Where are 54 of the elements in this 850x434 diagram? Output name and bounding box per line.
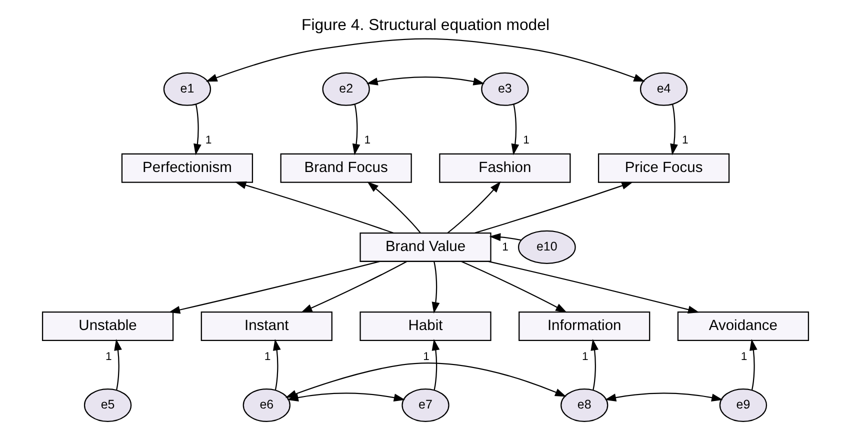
node-ellipse: e8 xyxy=(560,388,608,422)
node-ellipse: e3 xyxy=(480,72,528,106)
edge-label: 1 xyxy=(522,134,529,146)
arrow xyxy=(510,104,519,156)
edge-label: 1 xyxy=(104,350,112,363)
node-ellipse: e2 xyxy=(322,72,370,106)
edge-label: 1 xyxy=(204,134,212,146)
arrow xyxy=(431,262,440,314)
diagram-title: Figure 4. Structural equation model xyxy=(301,16,549,34)
arrow xyxy=(300,261,407,313)
arrow xyxy=(431,339,440,390)
node-box: Unstable xyxy=(41,311,174,341)
arrow xyxy=(460,261,566,313)
arrow xyxy=(670,104,678,156)
arrow xyxy=(366,76,484,86)
arrow xyxy=(205,38,645,82)
node-ellipse: e10 xyxy=(517,230,576,264)
node-ellipse: e1 xyxy=(162,72,211,106)
node-ellipse: e4 xyxy=(639,72,688,106)
arrow xyxy=(488,233,522,242)
arrow xyxy=(193,104,201,156)
arrow xyxy=(474,182,633,234)
arrow xyxy=(366,182,420,234)
edge-label: 1 xyxy=(264,350,270,363)
node-box: Fashion xyxy=(438,153,570,183)
arrow xyxy=(604,392,722,402)
node-box: Price Focus xyxy=(597,153,730,183)
arrow xyxy=(446,181,500,234)
arrow xyxy=(272,339,280,390)
node-ellipse: e7 xyxy=(401,388,449,422)
node-box: Habit xyxy=(359,311,491,341)
edge-label: 1 xyxy=(422,350,429,363)
node-ellipse: e5 xyxy=(83,388,132,422)
node-box: Perfectionism xyxy=(120,153,253,183)
edge-label: 1 xyxy=(582,350,588,363)
edge-label: 1 xyxy=(682,134,688,146)
arrow xyxy=(234,181,394,234)
edge-label: 1 xyxy=(364,134,370,146)
node-box: Avoidance xyxy=(676,311,809,341)
edge-label: 1 xyxy=(740,350,747,363)
node-ellipse: e6 xyxy=(242,388,290,422)
arrow xyxy=(168,260,380,314)
arrow xyxy=(114,339,122,390)
arrow xyxy=(352,104,360,156)
edge-label: 1 xyxy=(502,242,508,254)
node-ellipse: e9 xyxy=(718,388,767,422)
arrow xyxy=(284,362,566,398)
node-box: Information xyxy=(518,311,650,341)
node-box: Instant xyxy=(200,311,332,341)
node-box: Brand Value xyxy=(359,232,491,262)
node-box: Brand Focus xyxy=(280,153,412,183)
arrow xyxy=(749,339,757,390)
arrow xyxy=(488,260,699,314)
arrow xyxy=(590,339,598,390)
